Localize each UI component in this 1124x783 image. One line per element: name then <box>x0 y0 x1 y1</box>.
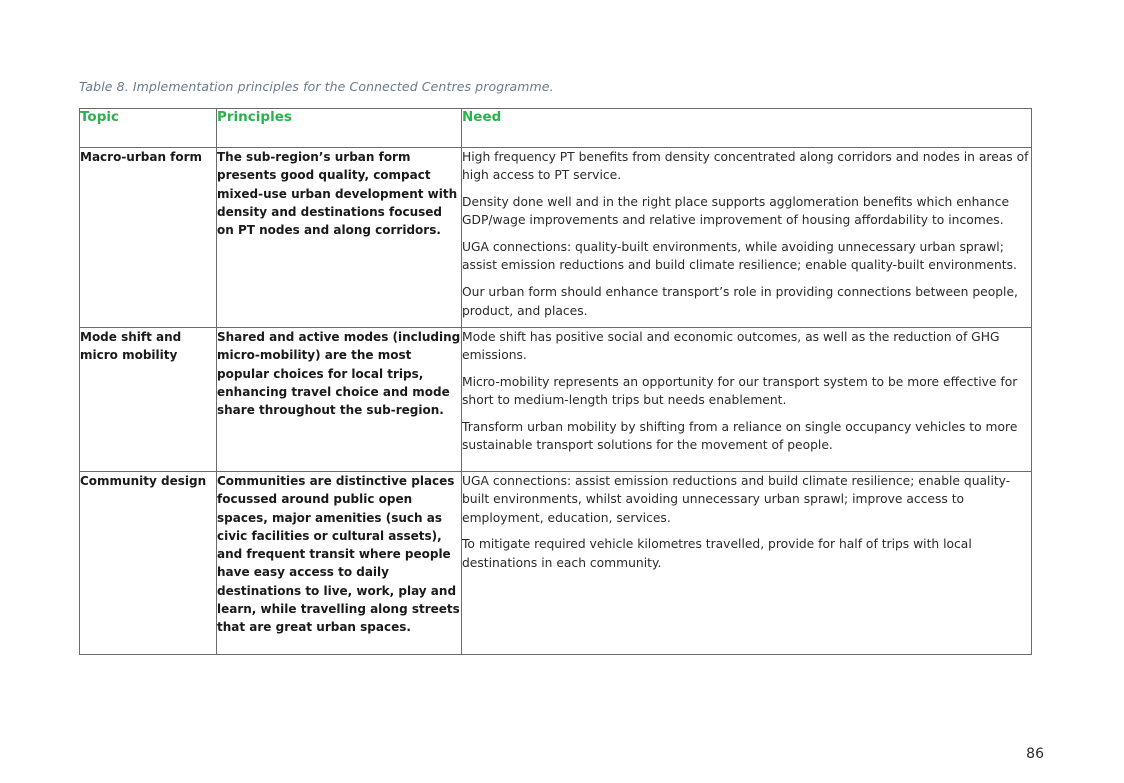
row-principle: The sub-region’s urban form presents goo… <box>216 147 462 328</box>
page-number: 86 <box>1026 746 1044 762</box>
need-paragraph: Mode shift has positive social and econo… <box>462 330 1000 363</box>
row-principle: Shared and active modes (including micro… <box>216 327 462 472</box>
table-row: Macro-urban form The sub-region’s urban … <box>79 147 1032 328</box>
need-paragraph: UGA connections: quality-built environme… <box>462 240 1017 273</box>
header-need: Need <box>461 108 1032 148</box>
need-paragraph: Density done well and in the right place… <box>462 195 1010 228</box>
row-topic: Macro-urban form <box>79 147 217 328</box>
row-topic: Community design <box>79 471 217 655</box>
need-paragraph: UGA connections: assist emission reducti… <box>462 474 1011 525</box>
header-principles: Principles <box>216 108 462 148</box>
need-paragraph: High frequency PT benefits from density … <box>462 150 1029 183</box>
row-needs: High frequency PT benefits from density … <box>461 147 1032 328</box>
row-topic: Mode shift and micro mobility <box>79 327 217 472</box>
need-paragraph: To mitigate required vehicle kilometres … <box>462 537 972 570</box>
row-needs: Mode shift has positive social and econo… <box>461 327 1032 472</box>
row-principle: Communities are distinctive places focus… <box>216 471 462 655</box>
implementation-principles-table: Topic Principles Need Macro-urban form T… <box>79 108 1032 655</box>
table-row: Community design Communities are distinc… <box>79 471 1032 655</box>
need-paragraph: Our urban form should enhance transport’… <box>462 285 1018 318</box>
table-header-row: Topic Principles Need <box>79 108 1032 148</box>
need-paragraph: Transform urban mobility by shifting fro… <box>462 420 1018 453</box>
table-row: Mode shift and micro mobility Shared and… <box>79 327 1032 472</box>
need-paragraph: Micro-mobility represents an opportunity… <box>462 375 1018 408</box>
header-topic: Topic <box>79 108 217 148</box>
row-needs: UGA connections: assist emission reducti… <box>461 471 1032 655</box>
table-caption: Table 8. Implementation principles for t… <box>79 79 554 94</box>
